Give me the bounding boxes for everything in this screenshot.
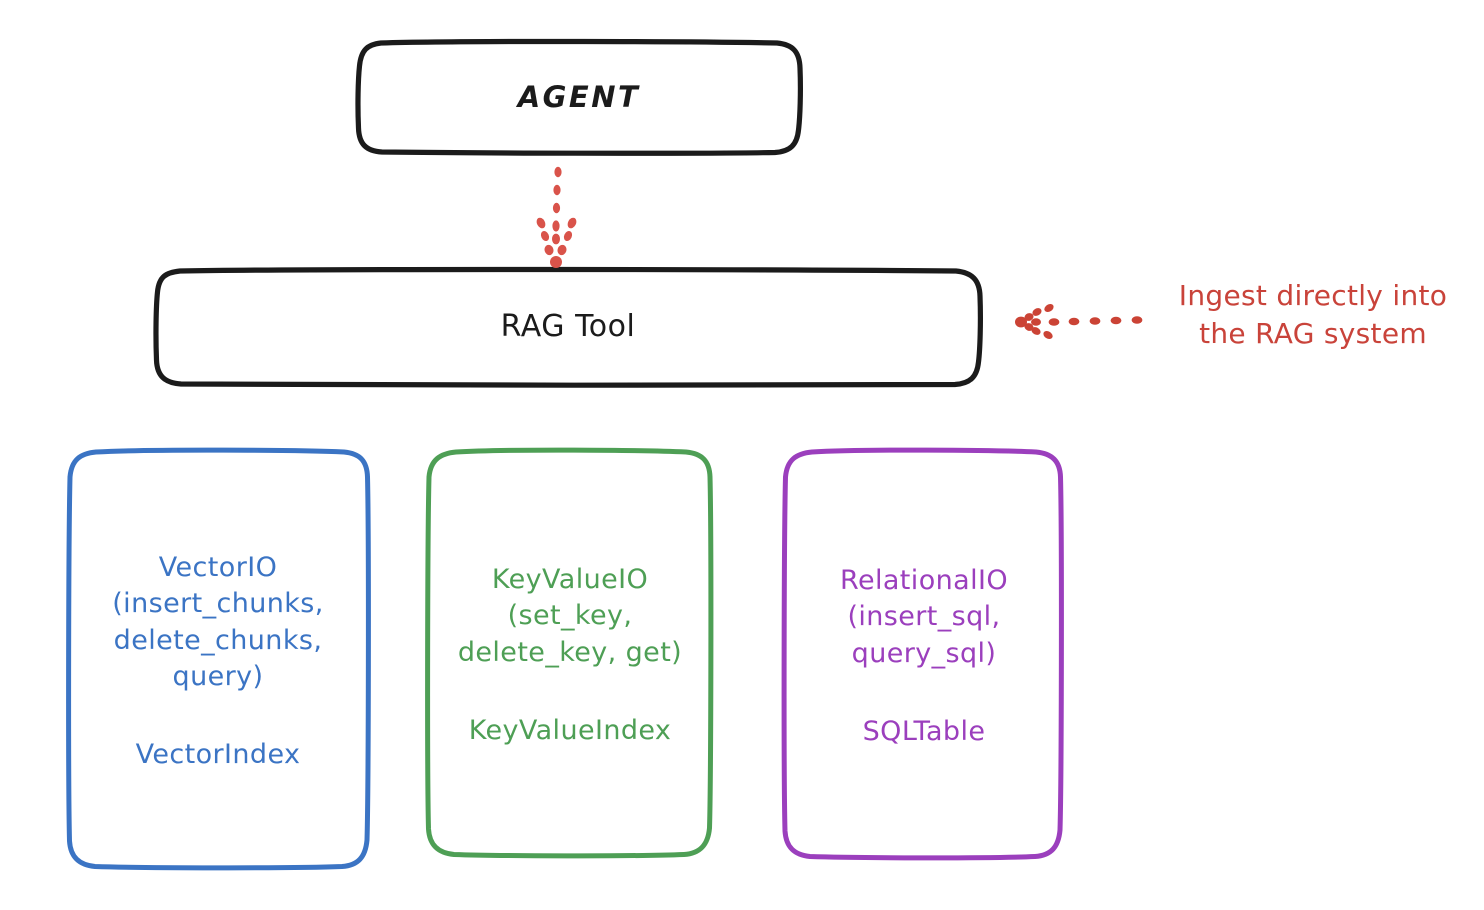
vector-index-label: VectorIndex (135, 738, 301, 770)
rag-tool-box-outline (153, 266, 983, 388)
agent-label: AGENT (517, 80, 641, 115)
vector-io-node[interactable]: VectorIO (insert_chunks, delete_chunks, … (68, 450, 368, 870)
relational-io-label: RelationalIO (insert_sql, query_sql) (840, 565, 1008, 669)
vector-io-label: VectorIO (insert_chunks, delete_chunks, … (112, 552, 324, 692)
sql-table-label: SQLTable (862, 715, 986, 747)
rag-tool-node[interactable]: RAG Tool (156, 270, 980, 384)
ingest-annotation-text: Ingest directly into the RAG system (1178, 279, 1448, 351)
vector-io-box-outline (66, 447, 371, 871)
key-value-io-label: KeyValueIO (set_key, delete_key, get) (457, 564, 683, 668)
key-value-index-label: KeyValueIndex (468, 714, 672, 746)
agent-box-outline (355, 38, 803, 156)
agent-to-rag-tool-connector (536, 166, 577, 268)
relational-io-box-outline (781, 447, 1064, 861)
key-value-io-box-outline (425, 447, 714, 859)
relational-io-node[interactable]: RelationalIO (insert_sql, query_sql) SQL… (785, 450, 1063, 860)
ingest-connector (1015, 303, 1143, 340)
rag-tool-label: RAG Tool (500, 308, 636, 344)
agent-node[interactable]: AGENT (358, 42, 800, 154)
key-value-io-node[interactable]: KeyValueIO (set_key, delete_key, get) Ke… (428, 450, 712, 858)
